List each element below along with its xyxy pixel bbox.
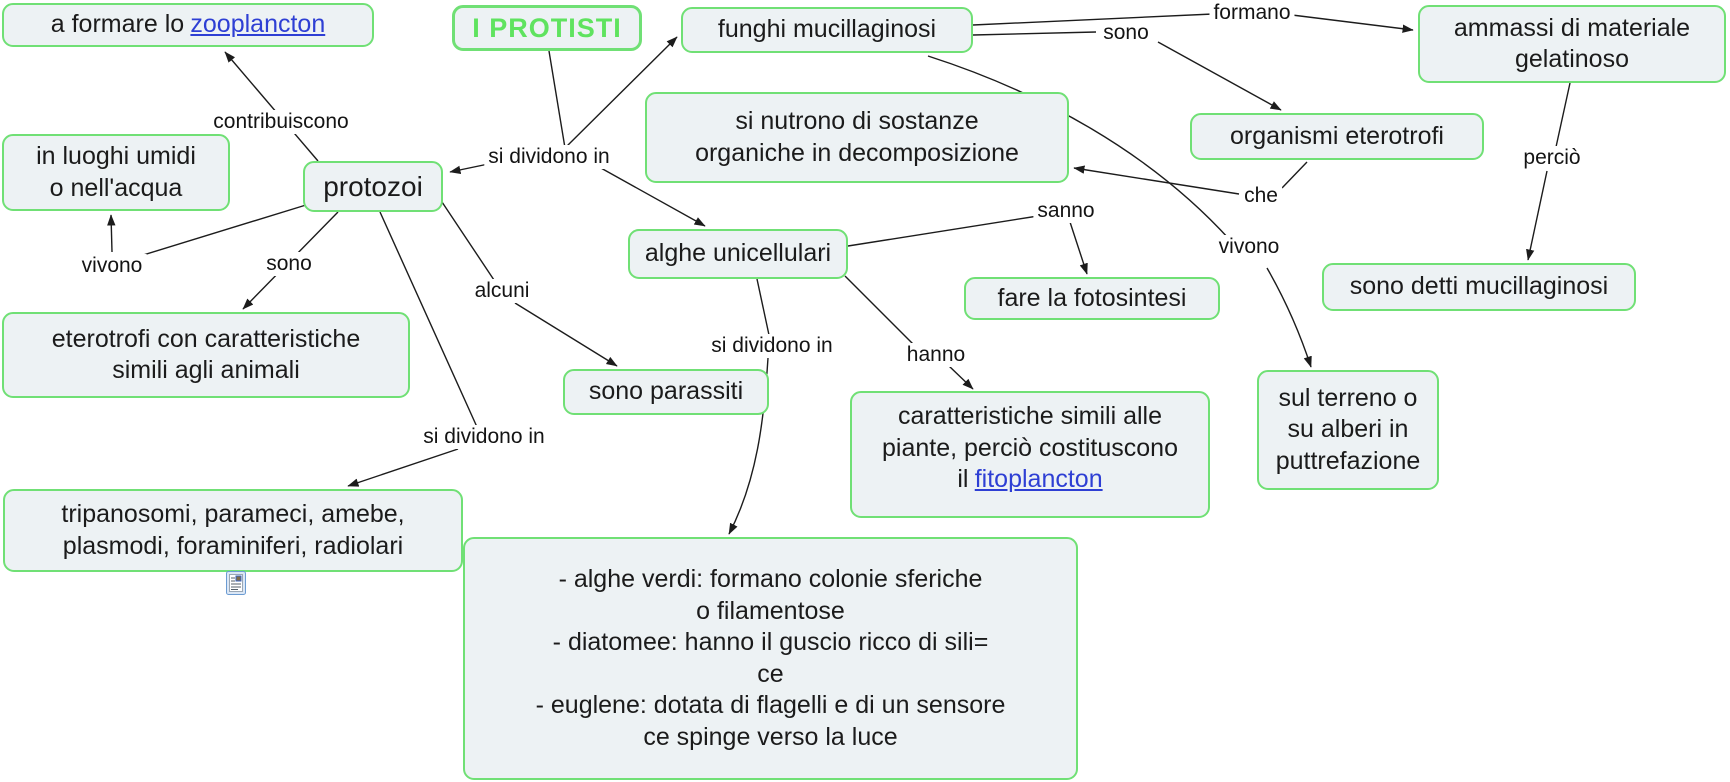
edge-hanno-caratteristiche xyxy=(948,365,974,390)
link-label-vivono-right[interactable]: vivono xyxy=(1214,235,1284,259)
node-text: organismi eterotrofi xyxy=(1230,121,1444,150)
edge-alghe-dividono xyxy=(756,278,770,336)
edge-junction-funghi xyxy=(564,36,678,149)
edge-funghi-formano xyxy=(972,13,1214,26)
edge-protozoi-vivono xyxy=(139,204,307,257)
edge-che-nutrono xyxy=(1073,165,1240,195)
edge-alcuni-parassiti xyxy=(514,302,618,367)
edge-vivono-luoghi xyxy=(107,214,116,253)
node-tripanosomi-parameci[interactable]: tripanosomi, parameci, amebe, plasmodi, … xyxy=(3,489,463,572)
node-text: a formare lo xyxy=(50,10,185,39)
node-protozoi[interactable]: protozoi xyxy=(303,161,443,212)
edge-alghe-sanno xyxy=(847,215,1039,247)
edge-vivono-terreno xyxy=(1266,267,1312,368)
link-label-contribuiscono[interactable]: contribuiscono xyxy=(209,110,353,134)
node-eterotrofi-simili-animali[interactable]: eterotrofi con caratteristiche simili ag… xyxy=(2,312,410,398)
node-text: tripanosomi, parameci, amebe, plasmodi, … xyxy=(61,500,405,560)
node-text: in luoghi umidi o nell'acqua xyxy=(36,142,196,202)
node-luoghi-umidi[interactable]: in luoghi umidi o nell'acqua xyxy=(2,134,230,211)
node-ammassi-materiale-gelatinoso[interactable]: ammassi di materiale gelatinoso xyxy=(1418,5,1726,83)
edge-ammassi-percio xyxy=(1555,82,1571,148)
link-label-si-dividono-low[interactable]: si dividono in xyxy=(419,425,549,449)
link-label-vivono-left[interactable]: vivono xyxy=(77,254,147,278)
edge-protozoi-dividono xyxy=(379,211,478,428)
edge-funghi-sono xyxy=(972,31,1097,36)
link-label-sanno[interactable]: sanno xyxy=(1033,199,1099,223)
node-si-nutrono-sostanze[interactable]: si nutrono di sostanze organiche in deco… xyxy=(645,92,1069,183)
node-organismi-eterotrofi[interactable]: organismi eterotrofi xyxy=(1190,113,1484,160)
node-sul-terreno-alberi[interactable]: sul terreno o su alberi in puttrefazione xyxy=(1257,370,1439,490)
node-text: alghe unicellulari xyxy=(644,239,832,268)
link-label-percio[interactable]: perciò xyxy=(1519,146,1585,170)
edge-percio-detti xyxy=(1526,170,1548,261)
link-label-sono-top[interactable]: sono xyxy=(1099,21,1153,45)
node-text: fare la fotosintesi xyxy=(997,283,1187,312)
edge-title-junction xyxy=(548,50,566,149)
node-text: funghi mucillaginosi xyxy=(717,15,937,44)
node-text: protozoi xyxy=(323,170,423,202)
title-text: I PROTISTI xyxy=(472,12,622,43)
node-text: sul terreno o su alberi in puttrefazione xyxy=(1275,383,1421,475)
edge-funghi-vivono-curve xyxy=(927,55,1231,241)
edge-formano-ammassi xyxy=(1291,14,1414,33)
node-text: si nutrono di sostanze organiche in deco… xyxy=(695,107,1019,167)
link-label-hanno[interactable]: hanno xyxy=(902,343,970,367)
edge-contribuiscono-zooplancton xyxy=(224,51,319,162)
node-text: eterotrofi con caratteristiche simili ag… xyxy=(51,324,361,385)
node-fare-la-fotosintesi[interactable]: fare la fotosintesi xyxy=(964,277,1220,320)
zooplancton-link[interactable]: zooplancton xyxy=(190,10,326,39)
link-label-si-dividono-top[interactable]: si dividono in xyxy=(484,145,614,169)
node-funghi-mucillaginosi[interactable]: funghi mucillaginosi xyxy=(681,7,973,53)
edge-sanno-fotosintesi xyxy=(1069,221,1088,275)
node-text: sono parassiti xyxy=(588,377,744,406)
link-label-alcuni[interactable]: alcuni xyxy=(470,279,534,303)
edge-alghe-hanno xyxy=(844,275,917,348)
edge-protozoi-alcuni xyxy=(441,201,495,281)
attachment-document-icon[interactable] xyxy=(226,571,246,595)
edge-sono-organismi xyxy=(1157,41,1282,111)
node-text: ammassi di materiale gelatinoso xyxy=(1453,13,1691,74)
link-label-che[interactable]: che xyxy=(1240,184,1282,208)
node-tipi-di-alghe[interactable]: - alghe verdi: formano colonie sferiche … xyxy=(463,537,1078,780)
edge-dividono-tripanosomi xyxy=(347,448,459,487)
node-text: - alghe verdi: formano colonie sferiche … xyxy=(535,565,1006,751)
edge-organismi-che xyxy=(1281,161,1308,189)
node-text: sono detti mucillaginosi xyxy=(1349,272,1609,301)
fitoplancton-link[interactable]: fitoplancton xyxy=(974,465,1103,493)
node-text: caratteristiche simili alle piante, perc… xyxy=(881,402,1178,493)
node-title-i-protisti[interactable]: I PROTISTI xyxy=(452,5,642,51)
link-label-sono-left[interactable]: sono xyxy=(262,252,316,276)
node-sono-detti-mucillaginosi[interactable]: sono detti mucillaginosi xyxy=(1322,263,1636,311)
node-sono-parassiti[interactable]: sono parassiti xyxy=(563,369,769,415)
node-alghe-unicellulari[interactable]: alghe unicellulari xyxy=(628,229,848,279)
link-label-si-dividono-mid[interactable]: si dividono in xyxy=(707,334,837,358)
link-label-formano[interactable]: formano xyxy=(1209,1,1295,25)
node-caratteristiche-fitoplancton[interactable]: caratteristiche simili alle piante, perc… xyxy=(850,391,1210,518)
